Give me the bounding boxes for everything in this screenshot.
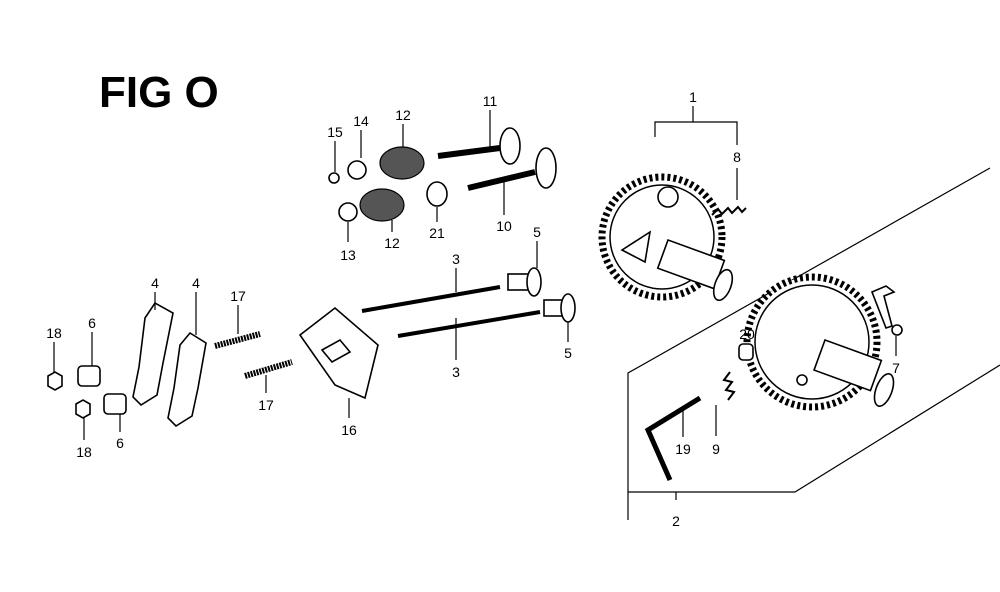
pivot-upper: [77, 365, 101, 387]
rocker-arm-left: [132, 301, 174, 407]
retainer-14: [347, 160, 367, 180]
callout-14: 14: [353, 113, 369, 129]
callout-1: 1: [689, 89, 697, 105]
pin-19: [644, 395, 702, 482]
callout-21: 21: [429, 225, 445, 241]
callout-15: 15: [327, 124, 343, 140]
callout-16: 16: [341, 422, 357, 438]
exhaust-valve: [467, 147, 557, 191]
nut-lower: [75, 399, 91, 419]
callout-labels: 1 2 3 3 4 4 5 5 6 6 7 8 9 10 11 12 12 13…: [46, 89, 900, 529]
intake-valve: [437, 127, 521, 165]
callout-12: 12: [384, 235, 400, 251]
assembly-frame: [627, 167, 1000, 520]
nut-upper: [47, 371, 63, 391]
camshaft-gear-alt: [743, 273, 903, 411]
tappet-lower: [543, 293, 576, 323]
callout-18: 18: [46, 325, 62, 341]
callout-4: 4: [151, 275, 159, 291]
valve-springs: [359, 146, 425, 222]
callout-12: 12: [395, 107, 411, 123]
stud-upper: [214, 331, 261, 349]
tappet-upper: [507, 267, 542, 297]
callout-5: 5: [533, 224, 541, 240]
push-rod-upper: [361, 285, 501, 313]
callout-18: 18: [76, 444, 92, 460]
callout-13: 13: [340, 247, 356, 263]
callout-11: 11: [483, 93, 498, 109]
callout-9: 9: [712, 441, 720, 457]
callout-4: 4: [192, 275, 200, 291]
callout-3: 3: [452, 251, 460, 267]
callout-6: 6: [116, 435, 124, 451]
callout-10: 10: [496, 218, 512, 234]
callout-20: 20: [739, 326, 755, 342]
camshaft-gear: [598, 173, 734, 302]
rocker-arm-right: [167, 331, 207, 428]
pivot-lower: [103, 393, 127, 415]
callout-19: 19: [675, 441, 691, 457]
callout-7: 7: [892, 360, 900, 376]
spring-8: [711, 205, 747, 216]
callout-5: 5: [564, 345, 572, 361]
callout-8: 8: [733, 149, 741, 165]
callout-6: 6: [88, 315, 96, 331]
callout-3: 3: [452, 364, 460, 380]
seal-21: [426, 181, 448, 207]
callout-17: 17: [258, 397, 274, 413]
collar-20: [738, 343, 754, 361]
push-rod-lower: [397, 310, 541, 338]
retainer-13: [338, 202, 358, 222]
figure-title: FIG O: [99, 68, 219, 117]
callout-17: 17: [230, 288, 246, 304]
spring-9: [722, 371, 736, 401]
callout-2: 2: [672, 513, 680, 529]
cap-15: [328, 172, 340, 184]
stud-lower: [244, 359, 293, 379]
